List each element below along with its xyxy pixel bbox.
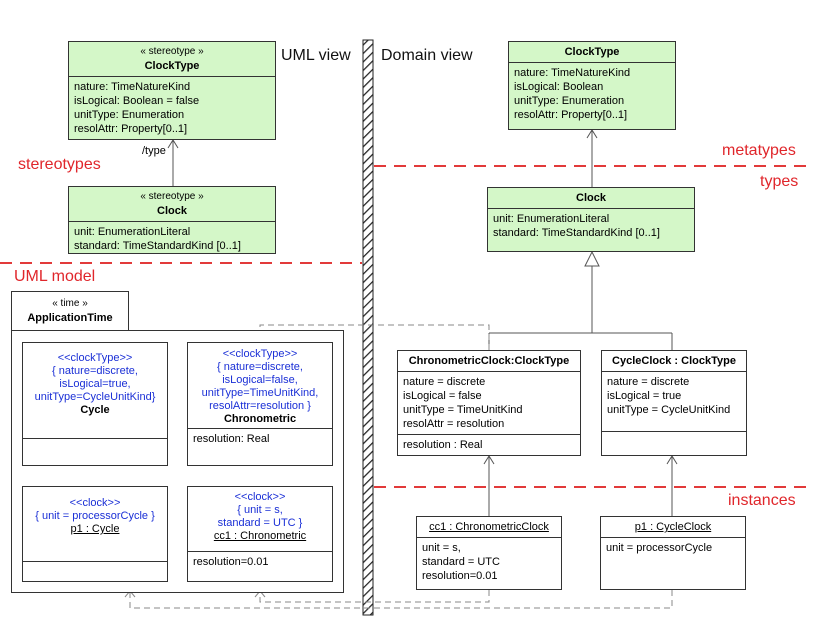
stereotype-tag: « stereotype » bbox=[140, 191, 204, 202]
attribute: resolution: Real bbox=[188, 428, 332, 449]
empty-compartment bbox=[602, 431, 746, 432]
p1-instanceof-arrowhead bbox=[666, 455, 678, 465]
cycle-clock-box: CycleClock : ClockType nature = discrete… bbox=[601, 350, 747, 456]
attribute: unitType = TimeUnitKind bbox=[403, 404, 523, 416]
property: resolAttr=resolution } bbox=[209, 400, 311, 412]
attribute: unit: EnumerationLiteral bbox=[493, 213, 610, 225]
cc1-object-box: cc1 : ChronometricClock unit = s, standa… bbox=[416, 516, 562, 590]
property: { nature=discrete, bbox=[52, 365, 138, 377]
generalization-arrowhead bbox=[584, 250, 600, 267]
cc1-instanceof-arrowhead bbox=[483, 455, 495, 465]
type-association-arrowhead bbox=[167, 139, 179, 149]
class-name: ChronometricClock:ClockType bbox=[408, 355, 570, 367]
domain-type-arrowhead bbox=[586, 129, 598, 139]
attribute: resolAttr: Property[0..1] bbox=[514, 109, 628, 121]
property: isLogical=false, bbox=[222, 374, 298, 386]
property: unitType=TimeUnitKind, bbox=[201, 387, 319, 399]
type-association-label: /type bbox=[142, 145, 166, 157]
attribute: resolAttr = resolution bbox=[403, 418, 505, 430]
stereotype-clocktype-box: « stereotype » ClockType nature: TimeNat… bbox=[68, 41, 276, 140]
chronometric-clock-box: ChronometricClock:ClockType nature = dis… bbox=[397, 350, 581, 456]
attribute: resolution=0.01 bbox=[188, 551, 332, 572]
package-name: ApplicationTime bbox=[27, 312, 113, 324]
attribute: isLogical: Boolean = false bbox=[74, 95, 200, 107]
class-name: Clock bbox=[576, 192, 606, 204]
instance-name: p1 : CycleClock bbox=[634, 521, 712, 533]
attribute: nature: TimeNatureKind bbox=[74, 81, 191, 93]
stereotype-tag: <<clock>> bbox=[234, 491, 286, 503]
package-stereotype: « time » bbox=[52, 298, 88, 309]
view-separator-bar bbox=[362, 39, 374, 616]
attribute: resolution=0.01 bbox=[422, 570, 498, 582]
class-name: CycleClock : ClockType bbox=[612, 355, 736, 367]
metatypes-label: metatypes bbox=[722, 142, 796, 159]
cc1-chronometric-instance-box: <<clock>> { unit = s, standard = UTC } c… bbox=[187, 486, 333, 582]
attribute: unit = processorCycle bbox=[606, 542, 713, 554]
domain-clocktype-box: ClockType nature: TimeNatureKind isLogic… bbox=[508, 41, 676, 130]
empty-compartment bbox=[23, 561, 167, 562]
attribute: isLogical = false bbox=[403, 390, 482, 402]
chronometric-class-box: <<clockType>> { nature=discrete, isLogic… bbox=[187, 342, 333, 466]
attribute: unit = s, bbox=[422, 542, 461, 554]
attribute: standard: TimeStandardKind [0..1] bbox=[74, 240, 241, 252]
uml-view-label: UML view bbox=[281, 47, 351, 64]
stereotypes-label: stereotypes bbox=[18, 156, 101, 173]
instance-name: cc1 : ChronometricClock bbox=[429, 521, 549, 533]
domain-clock-box: Clock unit: EnumerationLiteral standard:… bbox=[487, 187, 695, 252]
package-tab: « time » ApplicationTime bbox=[11, 291, 129, 331]
attribute: nature = discrete bbox=[403, 376, 486, 388]
attribute: isLogical = true bbox=[607, 390, 682, 402]
class-name: ClockType bbox=[144, 60, 200, 72]
attribute: unit: EnumerationLiteral bbox=[74, 226, 191, 238]
class-name: Cycle bbox=[80, 404, 110, 416]
stereotype-clock-box: « stereotype » Clock unit: EnumerationLi… bbox=[68, 186, 276, 254]
cycle-class-box: <<clockType>> { nature=discrete, isLogic… bbox=[22, 342, 168, 466]
class-name: Chronometric bbox=[223, 413, 297, 425]
stereotype-tag: <<clockType>> bbox=[222, 348, 298, 360]
instance-name: cc1 : Chronometric bbox=[213, 530, 307, 542]
attribute: unitType: Enumeration bbox=[74, 109, 185, 121]
instance-name: p1 : Cycle bbox=[70, 523, 120, 535]
attribute: resolAttr: Property[0..1] bbox=[74, 123, 188, 135]
attribute: standard = UTC bbox=[422, 556, 500, 568]
attribute: resolution : Real bbox=[398, 434, 580, 455]
attribute: standard: TimeStandardKind [0..1] bbox=[493, 227, 660, 239]
stereotype-tag: « stereotype » bbox=[140, 46, 204, 57]
attribute: unitType: Enumeration bbox=[514, 95, 625, 107]
types-label: types bbox=[760, 173, 799, 190]
property: { unit = s, bbox=[237, 504, 283, 516]
mapping-cc1-line bbox=[259, 590, 490, 603]
property: { nature=discrete, bbox=[217, 361, 303, 373]
instances-label: instances bbox=[728, 492, 796, 509]
attribute: nature = discrete bbox=[607, 376, 690, 388]
uml-model-label: UML model bbox=[14, 268, 96, 285]
empty-compartment bbox=[23, 438, 167, 439]
property: { unit = processorCycle } bbox=[35, 510, 155, 522]
property: unitType=CycleUnitKind} bbox=[34, 391, 156, 403]
property: isLogical=true, bbox=[59, 378, 131, 390]
attribute: isLogical: Boolean bbox=[514, 81, 604, 93]
attribute: unitType = CycleUnitKind bbox=[607, 404, 731, 416]
attribute: nature: TimeNatureKind bbox=[514, 67, 631, 79]
p1-cycle-instance-box: <<clock>> { unit = processorCycle } p1 :… bbox=[22, 486, 168, 582]
p1-object-box: p1 : CycleClock unit = processorCycle bbox=[600, 516, 746, 590]
stereotype-tag: <<clock>> bbox=[69, 497, 121, 509]
class-name: ClockType bbox=[564, 46, 620, 58]
class-name: Clock bbox=[157, 205, 187, 217]
property: standard = UTC } bbox=[217, 517, 303, 529]
domain-view-label: Domain view bbox=[381, 47, 473, 64]
stereotype-tag: <<clockType>> bbox=[57, 352, 133, 364]
